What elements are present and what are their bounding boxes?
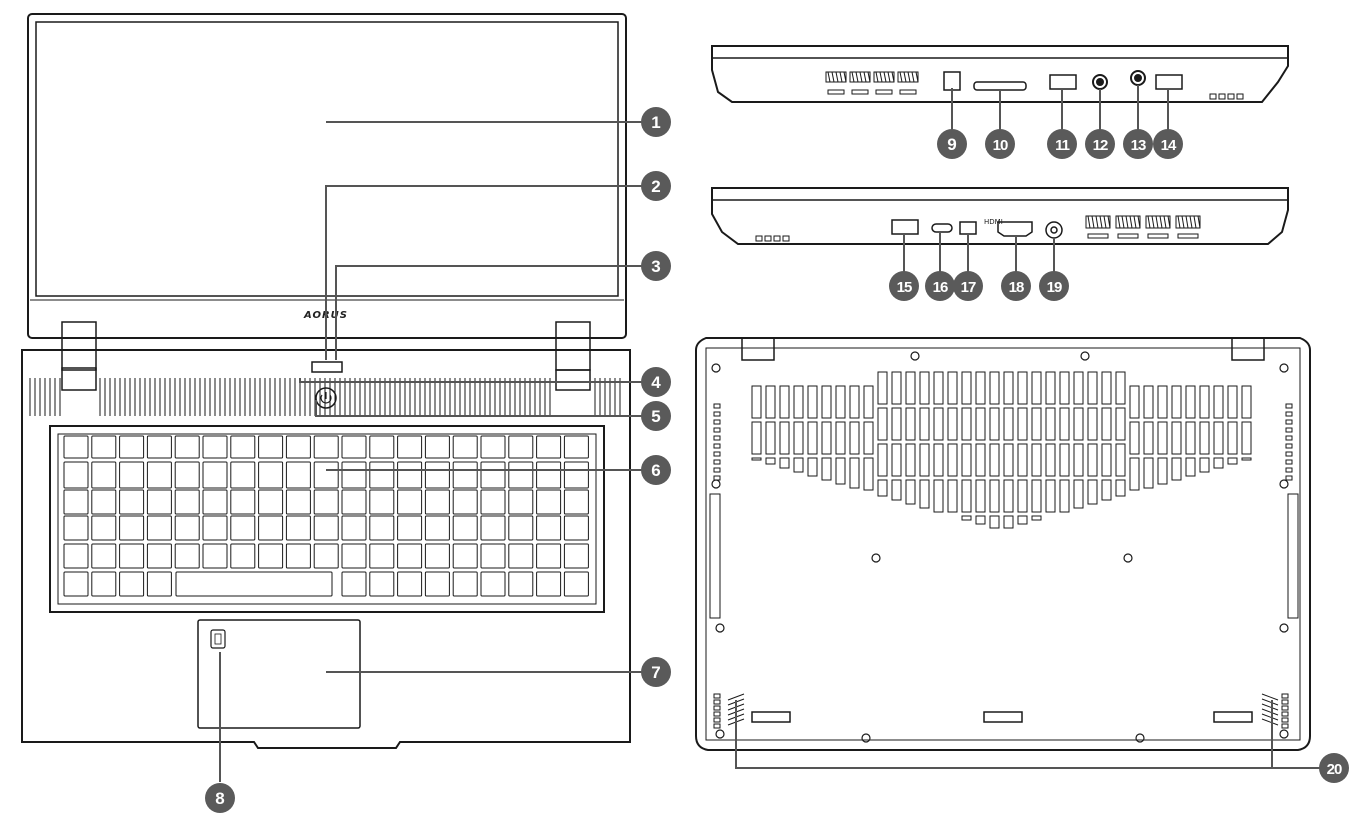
callout-18: 18 bbox=[1001, 271, 1031, 301]
bottom-intake-vent bbox=[751, 371, 1252, 529]
callout-8: 8 bbox=[205, 783, 235, 813]
laptop-left-side-view: HDMI bbox=[711, 187, 1289, 245]
callout-number: 19 bbox=[1047, 279, 1062, 296]
callout-2: 2 bbox=[641, 171, 671, 201]
usb-c-port[interactable] bbox=[931, 223, 953, 233]
callout-13: 13 bbox=[1123, 129, 1153, 159]
laptop-base bbox=[21, 349, 631, 749]
keyboard-deck bbox=[49, 425, 605, 613]
callout-number: 6 bbox=[651, 461, 660, 480]
callout-number: 10 bbox=[993, 137, 1008, 154]
callout-16: 16 bbox=[925, 271, 955, 301]
callout-number: 5 bbox=[651, 407, 660, 426]
callout-number: 14 bbox=[1161, 137, 1177, 154]
rubber-foot bbox=[983, 711, 1023, 723]
keyboard bbox=[63, 435, 589, 597]
callout-15: 15 bbox=[889, 271, 919, 301]
callout-9: 9 bbox=[937, 129, 967, 159]
callout-number: 20 bbox=[1327, 761, 1342, 778]
callout-number: 7 bbox=[651, 663, 660, 682]
callout-number: 13 bbox=[1131, 137, 1146, 154]
callout-3: 3 bbox=[641, 251, 671, 281]
speaker-grille bbox=[29, 378, 621, 416]
callout-10: 10 bbox=[985, 129, 1015, 159]
lan-port[interactable] bbox=[943, 71, 961, 91]
leader-lines bbox=[219, 85, 1320, 782]
callout-17: 17 bbox=[953, 271, 983, 301]
callout-number: 16 bbox=[933, 279, 948, 296]
hdmi-port-label: HDMI bbox=[984, 218, 1003, 226]
callout-number: 4 bbox=[651, 373, 661, 392]
hdmi-port[interactable] bbox=[997, 221, 1033, 237]
side-vent bbox=[825, 71, 919, 95]
callout-4: 4 bbox=[641, 367, 671, 397]
rubber-foot bbox=[1213, 711, 1253, 723]
usb-port-11[interactable] bbox=[1049, 74, 1077, 90]
callout-number: 2 bbox=[651, 177, 660, 196]
hinge-left-lower bbox=[61, 367, 97, 391]
fingerprint-icon bbox=[210, 629, 226, 649]
mini-displayport[interactable] bbox=[959, 221, 977, 235]
callout-20: 20 bbox=[1319, 753, 1349, 783]
callout-5: 5 bbox=[641, 401, 671, 431]
dc-in-jack[interactable] bbox=[1045, 221, 1063, 239]
callout-1: 1 bbox=[641, 107, 671, 137]
callout-number: 3 bbox=[651, 257, 660, 276]
callout-14: 14 bbox=[1153, 129, 1183, 159]
side-vent bbox=[1085, 215, 1201, 239]
laptop-right-side-view bbox=[711, 45, 1289, 103]
callout-6: 6 bbox=[641, 455, 671, 485]
callout-number: 15 bbox=[897, 279, 912, 296]
touchpad[interactable] bbox=[197, 619, 361, 729]
hinge-left bbox=[61, 321, 97, 371]
speaker-vents bbox=[713, 693, 1289, 729]
callout-7: 7 bbox=[641, 657, 671, 687]
callout-12: 12 bbox=[1085, 129, 1115, 159]
callout-number: 8 bbox=[215, 789, 224, 808]
usb-port-15[interactable] bbox=[891, 219, 919, 235]
callout-number: 9 bbox=[947, 135, 956, 154]
callout-number: 18 bbox=[1009, 279, 1024, 296]
webcam bbox=[311, 361, 343, 373]
sd-card-slot[interactable] bbox=[973, 81, 1027, 91]
laptop-bottom-view bbox=[695, 337, 1311, 751]
callout-19: 19 bbox=[1039, 271, 1069, 301]
callout-number: 12 bbox=[1093, 137, 1108, 154]
hinge-right bbox=[555, 321, 591, 371]
rubber-foot bbox=[751, 711, 791, 723]
laptop-top-view: AORUS bbox=[21, 13, 631, 749]
callout-number: 17 bbox=[961, 279, 976, 296]
usb-port-14[interactable] bbox=[1155, 74, 1183, 90]
bottom-screws bbox=[711, 351, 1289, 743]
power-button[interactable] bbox=[315, 387, 337, 409]
callout-number: 1 bbox=[651, 113, 660, 132]
callout-11: 11 bbox=[1047, 129, 1077, 159]
hinge-right-lower bbox=[555, 369, 591, 391]
power-icon bbox=[320, 392, 332, 404]
callout-number: 11 bbox=[1055, 137, 1070, 154]
